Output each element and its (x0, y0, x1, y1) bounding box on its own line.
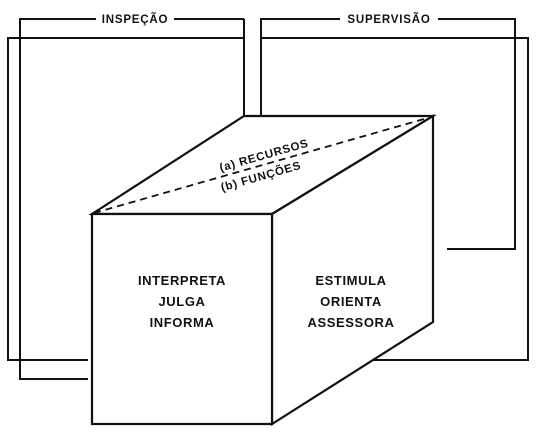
side-label-advises: ASSESSORA (307, 315, 394, 330)
inspection-frame-inner (20, 19, 96, 379)
side-label-guides: ORIENTA (320, 294, 382, 309)
side-label-stimulates: ESTIMULA (315, 273, 386, 288)
supervision-frame-outer-right (438, 19, 515, 249)
front-label-judges: JULGA (158, 294, 205, 309)
front-label-informs: INFORMA (150, 315, 215, 330)
inspection-label: INSPEÇÃO (102, 13, 168, 26)
supervision-frame-outer (261, 19, 340, 116)
supervision-label: SUPERVISÃO (347, 13, 430, 26)
front-label-interprets: INTERPRETA (138, 273, 226, 288)
